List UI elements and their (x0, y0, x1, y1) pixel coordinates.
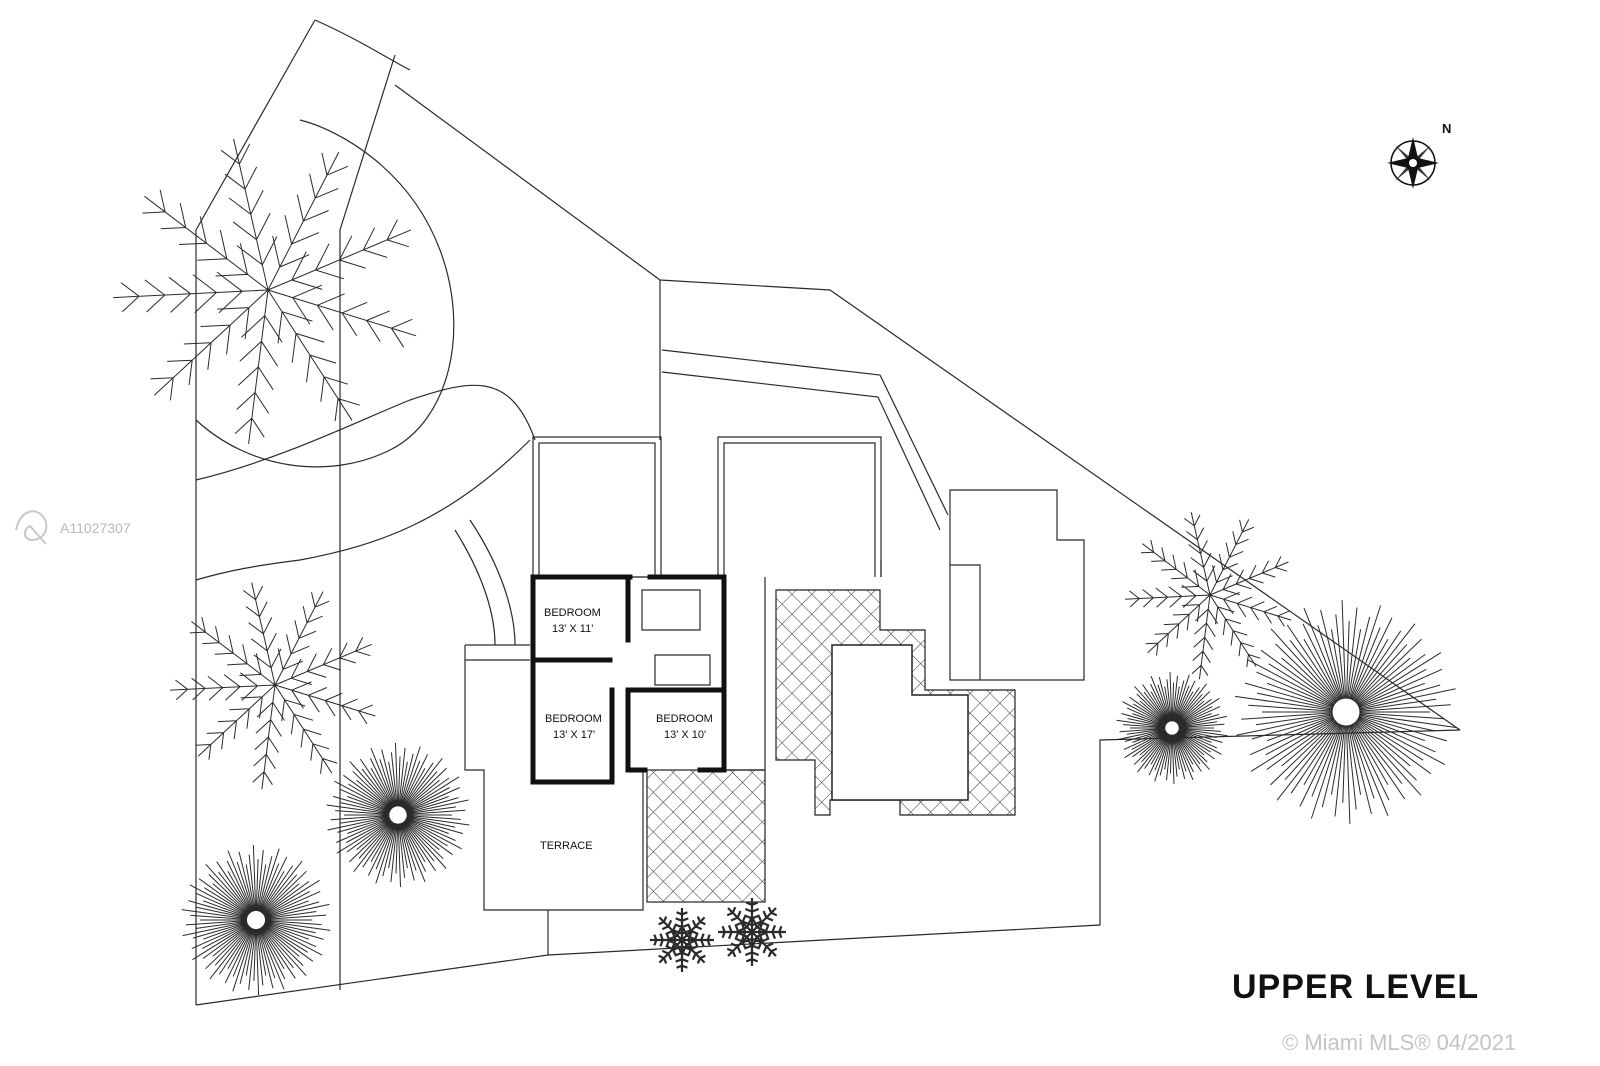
trees (113, 138, 1457, 996)
listing-id: A11027307 (60, 520, 131, 536)
bedroom-2-size: 13' X 17' (553, 729, 595, 741)
shrub-1 (650, 908, 714, 972)
plan-title: UPPER LEVEL (1232, 968, 1480, 1006)
tree-east-3-shape (1235, 600, 1457, 824)
tree-south-west-shape (181, 844, 331, 996)
tree-west-shape (170, 582, 376, 790)
tree-terrace (326, 742, 470, 888)
shrub-2-shape (718, 898, 786, 966)
compass-icon (1387, 137, 1439, 189)
mls-logo-icon (6, 500, 56, 555)
tree-east-3 (1235, 600, 1457, 824)
tree-north-west (113, 138, 417, 444)
compass-north-label: N (1442, 121, 1451, 136)
tree-east-2-shape (1116, 671, 1228, 785)
tree-terrace-shape (326, 742, 470, 888)
pool-deck (646, 589, 1016, 903)
paver-walkway (661, 349, 949, 531)
bedroom-2-name: BEDROOM (545, 713, 602, 725)
tree-east-2 (1116, 671, 1228, 785)
shrub-1-shape (650, 908, 714, 972)
shrub-2 (718, 898, 786, 966)
tree-west (170, 582, 376, 790)
circular-drive (195, 119, 531, 646)
room-labels: BEDROOM 13' X 11' BEDROOM 13' X 17' BEDR… (540, 607, 713, 852)
tree-north-west-shape (113, 138, 417, 444)
bedroom-3-name: BEDROOM (656, 713, 713, 725)
tree-south-west (181, 844, 331, 996)
house-walls (530, 574, 727, 785)
bedroom-1-name: BEDROOM (544, 607, 601, 619)
bedroom-1-size: 13' X 11' (552, 623, 593, 635)
site-boundary (195, 19, 1461, 1006)
tree-east-1 (1125, 511, 1292, 680)
tree-east-1-shape (1125, 511, 1292, 680)
terrace-name: TERRACE (540, 840, 593, 852)
bedroom-3-size: 13' X 10' (664, 729, 706, 741)
copyright-watermark: © Miami MLS® 04/2021 (1282, 1030, 1517, 1055)
